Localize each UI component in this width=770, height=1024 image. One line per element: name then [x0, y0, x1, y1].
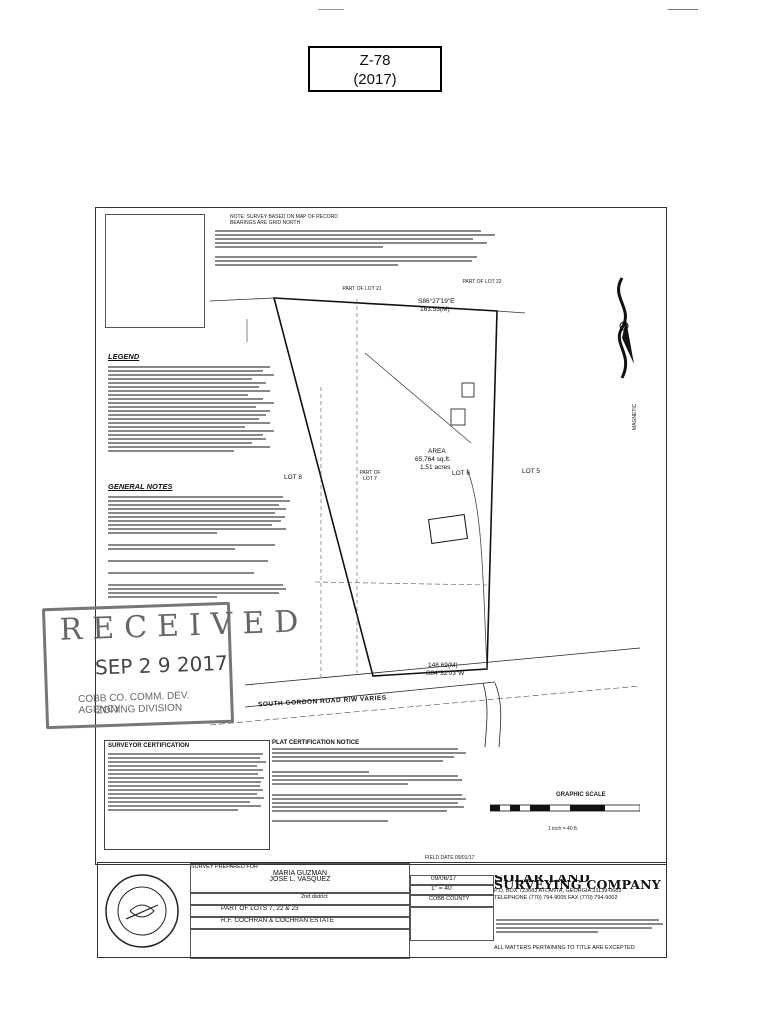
lot-line: [496, 310, 526, 314]
survey-plat-sheet: [95, 207, 667, 865]
area-sqft: 65,764 sq.ft.: [415, 456, 451, 463]
surveyor-certification-box: SURVEYOR CERTIFICATION: [104, 740, 270, 850]
survey-scale: 1" = 40': [431, 885, 453, 892]
label-lot-5: LOT 5: [522, 468, 540, 475]
area-acres: 1.51 acres: [420, 464, 451, 471]
land-lot: PART OF LOTS 7, 22 & 23: [221, 905, 299, 912]
title-block: SURVEY PREPARED FOR MARIA GUZMAN JOSE L.…: [97, 862, 668, 959]
graphic-scale-bar: [490, 804, 640, 812]
label-part-lot-7: PART OF LOT 7: [359, 470, 381, 482]
bearing-bottom: S84°32'03"W: [426, 670, 465, 677]
outbuilding: [450, 408, 466, 426]
area-label: AREA: [428, 448, 446, 455]
company-name: SOLAR LAND SURVEYING COMPANY: [494, 875, 661, 892]
owner-name-2: JOSE L. VASQUEZ: [269, 876, 331, 883]
existing-house: [427, 514, 469, 544]
scan-mark: [668, 9, 698, 10]
revision-cell: [410, 907, 494, 941]
case-year: (2017): [353, 71, 397, 88]
setback-line: [314, 581, 488, 586]
land-lot-cell: PART OF LOTS 7, 22 & 23: [190, 905, 410, 917]
company-cell: SOLAR LAND SURVEYING COMPANY P.O. BOX 72…: [494, 875, 668, 917]
label-part-lot-22: PART OF LOT 22: [462, 279, 502, 285]
distance-bottom: 148.69(M): [428, 662, 458, 669]
scan-mark: [318, 9, 344, 10]
case-number-box: Z-78 (2017): [308, 46, 442, 92]
shed: [461, 382, 475, 398]
road-curve: [482, 682, 488, 747]
title-note-cell: [496, 917, 666, 941]
county-cell: COBB COUNTY: [410, 895, 494, 907]
field-date: FIELD DATE 09/01/17: [425, 855, 475, 861]
owner-name-1: MARIA GUZMAN: [272, 869, 328, 877]
surveyor-cert-title: SURVEYOR CERTIFICATION: [108, 743, 190, 749]
plat-drawing: [209, 297, 641, 747]
surveyor-seal-icon: [105, 874, 179, 948]
plat-certification-notice: PLAT CERTIFICATION NOTICE: [272, 740, 466, 824]
road-line: [244, 647, 641, 686]
label-lot-6: LOT 6: [452, 470, 470, 477]
scale-note: 1 inch = 40 ft.: [548, 826, 579, 832]
north-arrow-icon: [617, 277, 634, 379]
received-stamp: RECEIVED SEP 2 9 2017 COBB CO. COMM. DEV…: [41, 601, 309, 730]
subdivision: R.F. COCHRAN & COCHRAN ESTATE: [221, 917, 335, 924]
district: 2nd district: [301, 894, 328, 900]
lot-line: [209, 297, 275, 302]
stamp-agency-2: ZONING DIVISION: [96, 702, 183, 717]
case-number: Z-78: [359, 52, 391, 69]
company-phone: TELEPHONE (770) 794-9005 FAX (770) 794-9…: [494, 894, 618, 901]
road-curve: [494, 682, 502, 747]
road-line: [244, 681, 496, 708]
company-address: P.O. BOX 723683 ATLANTA, GEORGIA 31139-0…: [494, 888, 622, 894]
diagonal-line: [364, 352, 472, 444]
general-notes-text: [108, 494, 290, 600]
label-lot-8: LOT 8: [284, 474, 302, 481]
plat-notes-header: NOTE: SURVEY BASED ON MAP OF RECORD BEAR…: [230, 214, 338, 226]
prepared-for-cell: SURVEY PREPARED FOR MARIA GUZMAN JOSE L.…: [190, 863, 410, 893]
subdivision-cell: R.F. COCHRAN & COCHRAN ESTATE: [190, 917, 410, 929]
legend-title: LEGEND: [108, 352, 140, 361]
title-exception-cell: ALL MATTERS PERTAINING TO TITLE ARE EXCE…: [494, 945, 668, 959]
survey-date: 09/06/17: [431, 875, 457, 882]
scale-cell: 1" = 40': [410, 885, 494, 895]
date-cell: 09/06/17: [410, 875, 494, 885]
extra-cells: [190, 929, 410, 959]
reserved-box: [105, 214, 205, 328]
title-exception: ALL MATTERS PERTAINING TO TITLE ARE EXCE…: [494, 945, 635, 951]
distance-top: 163.53(M): [420, 306, 450, 313]
plat-notes-text-2: [215, 254, 477, 268]
prepared-for-label: SURVEY PREPARED FOR: [191, 864, 258, 870]
general-notes-title: GENERAL NOTES: [108, 482, 173, 491]
driveway: [466, 468, 488, 670]
plat-notes-text: [215, 228, 495, 250]
plat-cert-title: PLAT CERTIFICATION NOTICE: [272, 740, 360, 746]
graphic-scale-label: GRAPHIC SCALE: [556, 792, 606, 798]
stamp-date: SEP 2 9 2017: [94, 650, 229, 680]
label-part-lot-21: PART OF LOT 21: [342, 286, 382, 292]
bearing-top: S86°27'19"E: [418, 298, 455, 305]
county: COBB COUNTY: [429, 896, 470, 902]
legend-entries: [108, 364, 288, 454]
district-cell: 2nd district: [190, 893, 410, 905]
